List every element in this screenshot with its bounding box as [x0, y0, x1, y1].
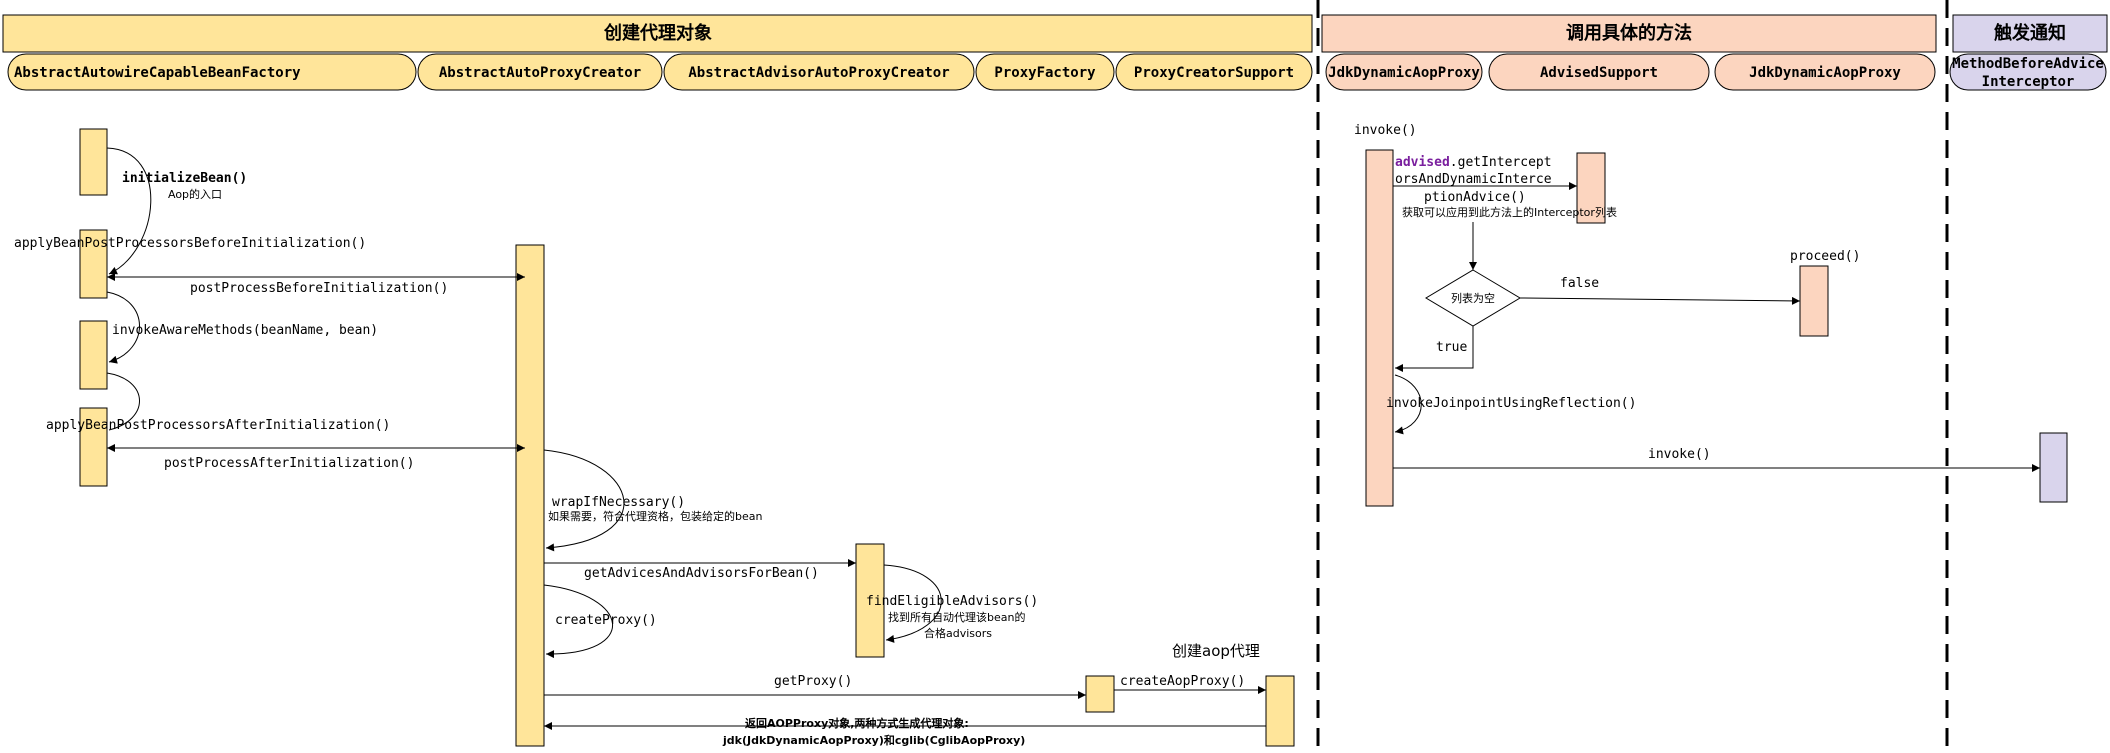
message-label-wrap-if-necessary: wrapIfNecessary() [552, 495, 685, 510]
activation-bar [1085, 675, 1115, 713]
actor-label-method-before-advice: MethodBeforeAdvice [1952, 56, 2104, 72]
message-arrow-apply-after [106, 372, 140, 431]
actor-label-abstract-auto-proxy-creator: AbstractAutoProxyCreator [439, 65, 641, 81]
message-label-initialize-bean: initializeBean() [122, 171, 247, 186]
flow-arrow-true [1395, 326, 1474, 372]
message-label-get-advices: getAdvicesAndAdvisorsForBean() [584, 566, 819, 581]
actor-proxy-factory[interactable] [975, 53, 1115, 91]
message-label-apply-after: applyBeanPostProcessorsAfterInitializati… [46, 418, 390, 433]
message-label-invoke-notify: invoke() [1648, 447, 1711, 462]
flow-label-true: true [1436, 340, 1467, 355]
message-label-get-interceptors-3: ptionAdvice() [1424, 190, 1526, 205]
activation-bar [515, 244, 545, 747]
message-label-create-aop-proxy: createAopProxy() [1120, 674, 1245, 689]
actor-jdk-dynamic-aop-proxy-1[interactable] [1325, 53, 1483, 91]
actor-label-abstract-autowire-capable-bean-factory: AbstractAutowireCapableBeanFactory [14, 65, 301, 81]
message-label-get-proxy: getProxy() [774, 674, 852, 689]
activation-bar [1365, 149, 1394, 507]
activation-bar [79, 320, 108, 390]
actor-abstract-auto-proxy-creator[interactable] [417, 53, 663, 91]
message-label-invoke-start: invoke() [1354, 123, 1417, 138]
actor-jdk-dynamic-aop-proxy-2[interactable] [1714, 53, 1936, 91]
note-wrap-if-necessary: 如果需要，符合代理资格，包装给定的bean [548, 509, 762, 523]
lane-header-notify [1952, 14, 2108, 53]
message-arrow-initialize-bean [106, 147, 152, 275]
note-aop-entry: Aop的入口 [168, 187, 222, 201]
actor-label-abstract-advisor-auto-proxy-creator: AbstractAdvisorAutoProxyCreator [688, 65, 949, 81]
actor-label-jdk-dynamic-aop-proxy-2: JdkDynamicAopProxy [1749, 65, 1901, 81]
activation-bar [1799, 265, 1829, 337]
actor-abstract-autowire-capable-bean-factory[interactable] [7, 53, 417, 91]
activation-bar [79, 128, 108, 196]
message-arrow-invoke-aware [106, 291, 140, 364]
activation-bar [1265, 675, 1295, 747]
activation-bar [79, 407, 108, 487]
lane-title-create: 创建代理对象 [603, 22, 712, 44]
actor-label-jdk-dynamic-aop-proxy-1: JdkDynamicAopProxy [1328, 65, 1480, 81]
message-label-post-before: postProcessBeforeInitialization() [190, 281, 448, 296]
activation-bar [2039, 432, 2068, 503]
message-arrow-create-proxy [543, 584, 613, 659]
lane-title-notify: 触发通知 [1994, 22, 2066, 44]
note-find-eligible-1: 找到所有自动代理该bean的 [888, 610, 1025, 624]
message-label-invoke-joinpoint: invokeJoinpointUsingReflection() [1386, 396, 1636, 411]
actor-proxy-creator-support[interactable] [1115, 53, 1313, 91]
actor-abstract-advisor-auto-proxy-creator[interactable] [663, 53, 975, 91]
lane-header-invoke [1321, 14, 1937, 53]
message-arrow-wrap-if-necessary [543, 449, 625, 552]
note-create-aop-proxy: 创建aop代理 [1172, 642, 1260, 660]
note-get-interceptors: 获取可以应用到此方法上的Interceptor列表 [1402, 205, 1617, 219]
activation-bar [855, 543, 885, 658]
lane-title-invoke: 调用具体的方法 [1566, 22, 1692, 44]
actor-label-advised-support: AdvisedSupport [1540, 65, 1658, 81]
message-label-post-after: postProcessAfterInitialization() [164, 456, 414, 471]
message-label-create-proxy: createProxy() [555, 613, 657, 628]
message-arrow-invoke-joinpoint [1394, 374, 1422, 435]
actor-label-interceptor: Interceptor [1982, 74, 2075, 90]
actor-method-before-advice-interceptor[interactable] [1949, 53, 2107, 91]
message-label-invoke-aware: invokeAwareMethods(beanName, bean) [112, 323, 378, 338]
message-label-get-interceptors-2: orsAndDynamicInterce [1395, 172, 1552, 187]
message-fragment: .getIntercept [1450, 155, 1552, 170]
actor-label-proxy-creator-support: ProxyCreatorSupport [1134, 65, 1294, 81]
message-label-find-eligible: findEligibleAdvisors() [866, 594, 1038, 609]
keyword-advised: advised [1395, 155, 1450, 170]
decision-label: 列表为空 [1451, 291, 1495, 305]
flow-arrow-false [1519, 296, 1801, 305]
message-label-get-interceptors-1: advised.getIntercept [1395, 155, 1552, 170]
note-return-proxy-1: 返回AOPProxy对象,两种方式生成代理对象: [745, 716, 969, 730]
activation-bar [1576, 152, 1606, 224]
message-label-proceed: proceed() [1790, 249, 1860, 264]
note-return-proxy-2: jdk(JdkDynamicAopProxy)和cglib(CglibAopPr… [722, 733, 1025, 747]
actor-label-proxy-factory: ProxyFactory [994, 65, 1096, 81]
note-find-eligible-2: 合格advisors [924, 626, 992, 640]
message-arrow-find-eligible [883, 564, 942, 643]
lane-header-create [2, 14, 1313, 53]
activation-bar [79, 229, 108, 299]
flow-label-false: false [1560, 276, 1599, 291]
actor-advised-support[interactable] [1488, 53, 1710, 91]
message-label-apply-before: applyBeanPostProcessorsBeforeInitializat… [14, 236, 366, 251]
